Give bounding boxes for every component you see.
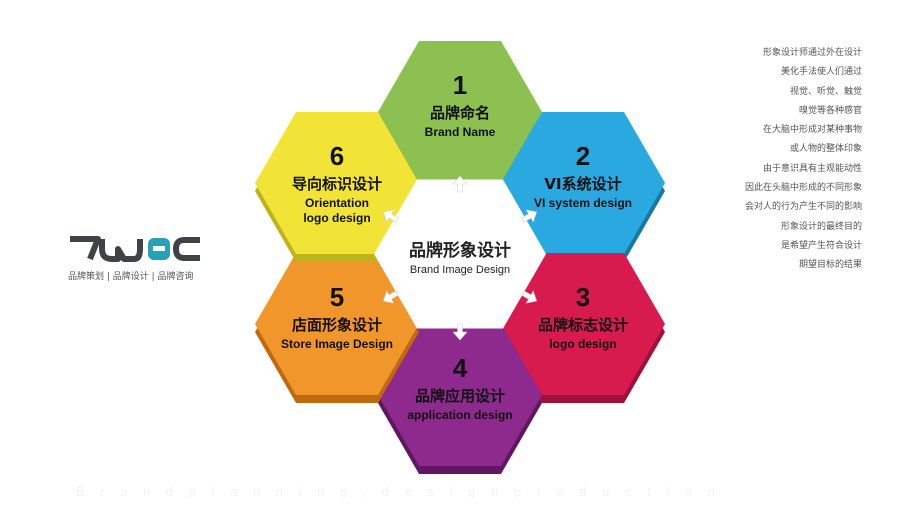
hexagon-brand-name: 1 品牌命名 Brand Name (378, 41, 542, 191)
center-title-en: Brand Image Design (410, 264, 510, 276)
arrow-icon (521, 290, 538, 304)
hexagon-title-cn: VI系统设计 (544, 175, 621, 193)
hexagon-title-cn: 品牌命名 (430, 104, 490, 122)
hexagon-title-cn: 品牌应用设计 (415, 387, 505, 405)
hexagon-number: 2 (576, 141, 590, 171)
hexagon-number: 1 (453, 70, 467, 100)
hexagon-number: 5 (330, 282, 344, 312)
description-line: 美化手法使人们通过 (780, 67, 862, 78)
logo-tagline: 品牌策划 | 品牌设计 | 品牌咨询 (68, 272, 194, 282)
hexagon-title-en: Orientation (305, 196, 369, 210)
description-line: 形象设计师通过外在设计 (762, 48, 862, 58)
hexagon-title-cn: 导向标识设计 (292, 175, 382, 193)
hexagon-face (255, 253, 419, 395)
hexagon-title-cn: 品牌标志设计 (538, 316, 628, 334)
center-title-cn: 品牌形象设计 (409, 240, 511, 261)
hexagon-number: 6 (330, 141, 344, 171)
description-line: 在大脑中形成对某种事物 (762, 125, 862, 136)
hexagon-face (378, 324, 542, 466)
description-line: 会对人的行为产生不同的影响 (744, 202, 862, 213)
hexagon-title-en: Store Image Design (281, 337, 393, 351)
hexagon-title-en: logo design (549, 337, 616, 351)
hexagon-application-design: 4 品牌应用设计 application design (378, 324, 542, 474)
arrow-icon (382, 290, 399, 304)
description-line: 期望目标的结果 (798, 260, 862, 271)
hexagon-logo-design: 3 品牌标志设计 logo design (501, 253, 665, 403)
description-line: 嗅觉等各种感官 (798, 105, 862, 116)
description-line: 形象设计的最终目的 (780, 221, 862, 232)
hexagon-title-en: logo design (303, 211, 370, 225)
hexagon-face (501, 253, 665, 395)
twec-logo (68, 235, 208, 285)
hexagon-number: 4 (453, 353, 468, 383)
hexagon-title-en: application design (407, 408, 512, 422)
description-line: 因此在头脑中形成的不同形象 (744, 183, 862, 194)
hexagon-title-en: VI system design (534, 196, 632, 210)
arrow-icon (521, 209, 538, 223)
description-line: 视觉、听觉、触觉 (789, 86, 862, 97)
description-line: 由于意识具有主观能动性 (762, 163, 862, 174)
hexagon-face (255, 112, 419, 254)
hexagon-store-image: 5 店面形象设计 Store Image Design (255, 253, 419, 403)
arrow-icon (452, 175, 468, 193)
hexagon-face (501, 112, 665, 254)
hexagon-face (378, 41, 542, 183)
description-line: 是希望产生符合设计 (780, 240, 862, 251)
description-line: 或人物的整体印象 (789, 144, 862, 155)
hexagon-title-cn: 店面形象设计 (292, 316, 382, 334)
description-list: 形象设计师通过外在设计美化手法使人们通过视觉、听觉、触觉嗅觉等各种感官在大脑中形… (745, 44, 862, 276)
center-hexagon (374, 179, 546, 329)
hexagon-number: 3 (576, 282, 590, 312)
arrow-icon (452, 323, 468, 341)
arrow-icon (382, 209, 399, 223)
hexagon-title-en: Brand Name (425, 125, 496, 139)
footer-watermark: Brandplanning,designproduction (76, 484, 731, 499)
